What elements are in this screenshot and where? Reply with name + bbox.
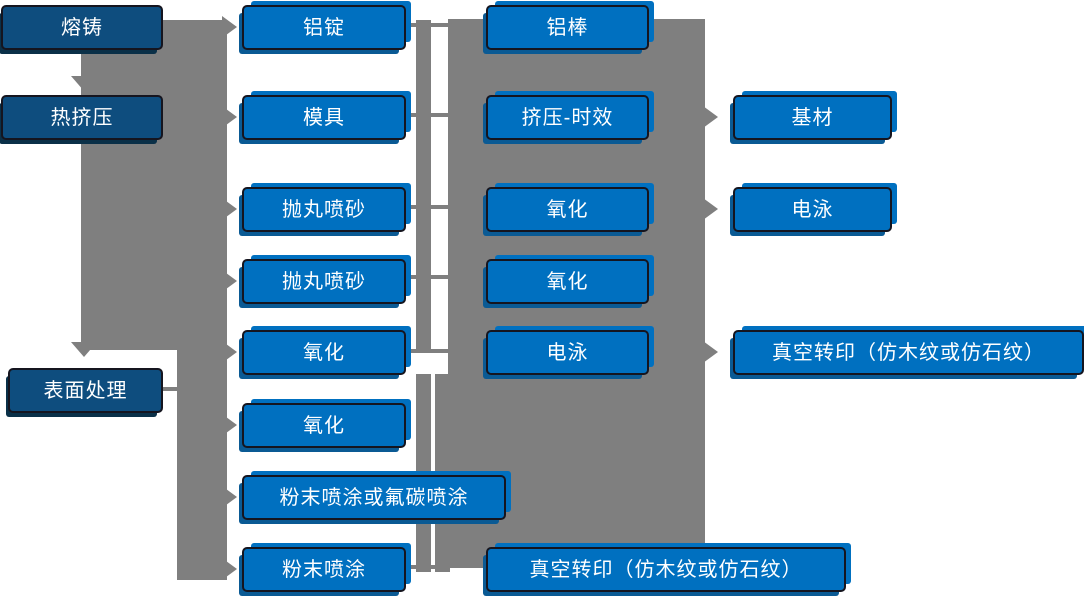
trunk-left-lower-connector — [177, 350, 227, 580]
node-melt-casting: 熔铸 — [1, 5, 163, 50]
link-powder-vacuum-transfer — [406, 565, 450, 569]
trunk-left-connector — [81, 20, 227, 350]
link-surface-treatment-trunk — [163, 387, 177, 391]
node-oxidation-4: 氧化 — [486, 259, 649, 304]
node-surface-treatment: 表面处理 — [8, 368, 163, 413]
arrow-to-shot-blasting-1-icon — [222, 198, 237, 220]
link-mold-extrusion-aging — [407, 113, 448, 117]
node-vacuum-transfer-1: 真空转印（仿木纹或仿石纹） — [486, 547, 846, 592]
node-extrusion-aging: 挤压-时效 — [486, 95, 649, 140]
node-oxidation-3: 氧化 — [486, 187, 649, 232]
link-shotblast2-oxidation — [407, 275, 448, 279]
node-powder-or-fluorocarbon-coating: 粉末喷涂或氟碳喷涂 — [242, 475, 506, 520]
node-base-material: 基材 — [733, 95, 892, 140]
mid-bar-lower-right-connector — [435, 374, 450, 572]
link-ingot-rod — [407, 23, 448, 27]
node-aluminum-ingot: 铝锭 — [242, 5, 406, 50]
node-aluminum-rod: 铝棒 — [486, 5, 649, 50]
arrow-to-shot-blasting-2-icon — [222, 270, 237, 292]
link-shotblast1-oxidation — [407, 205, 448, 209]
node-oxidation-2: 氧化 — [242, 403, 406, 448]
node-powder-coating: 粉末喷涂 — [242, 547, 406, 592]
node-mold: 模具 — [242, 95, 406, 140]
arrow-to-powder-fluorocarbon-icon — [222, 486, 237, 508]
node-shot-blasting-1: 抛丸喷砂 — [242, 187, 406, 232]
node-oxidation-1: 氧化 — [242, 330, 406, 375]
arrow-to-mold-icon — [222, 106, 237, 128]
arrow-to-ingot-icon — [222, 16, 237, 38]
mid-bar-lower-left-connector — [416, 374, 431, 572]
arrow-to-powder-coating-icon — [222, 558, 237, 580]
node-electrophoresis-2: 电泳 — [733, 187, 892, 232]
node-hot-extrusion: 热挤压 — [1, 95, 163, 140]
arrow-to-oxidation-1-icon — [222, 341, 237, 363]
node-shot-blasting-2: 抛丸喷砂 — [242, 259, 406, 304]
arrow-melt-to-hot-extrusion-icon — [71, 76, 97, 91]
arrow-to-base-material-icon — [703, 106, 718, 128]
mid-bar-upper-connector — [416, 20, 431, 353]
link-oxidation-electrophoresis — [407, 349, 448, 353]
arrow-to-electrophoresis-2-icon — [703, 198, 718, 220]
node-electrophoresis-1: 电泳 — [486, 330, 649, 375]
arrow-to-vacuum-transfer-2-icon — [703, 341, 718, 363]
arrow-to-oxidation-2-icon — [222, 414, 237, 436]
arrow-to-surface-treatment-icon — [71, 342, 97, 357]
node-vacuum-transfer-2: 真空转印（仿木纹或仿石纹） — [733, 330, 1084, 375]
